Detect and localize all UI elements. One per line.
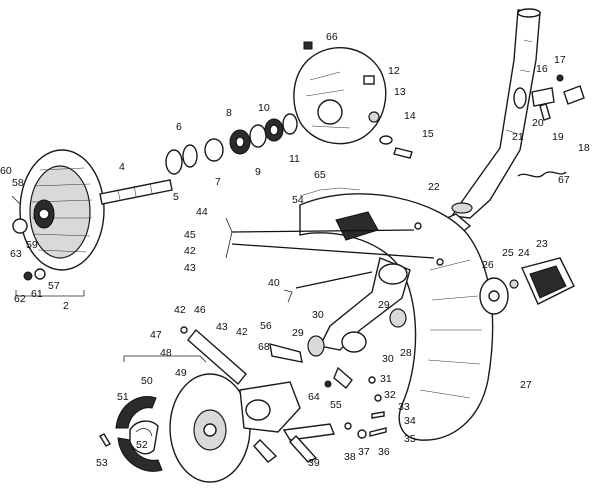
callout-6: 6 [176, 121, 182, 133]
callout-25: 25 [502, 247, 514, 259]
callout-51: 51 [117, 391, 129, 403]
callout-61: 61 [31, 288, 43, 300]
callout-9: 9 [255, 166, 261, 178]
callout-65: 65 [314, 169, 326, 181]
callout-5: 5 [173, 191, 179, 203]
callout-68: 68 [258, 341, 270, 353]
fork-fittings-part [513, 74, 585, 178]
callout-42: 42 [236, 326, 248, 338]
callout-32: 32 [384, 389, 396, 401]
callout-14: 14 [404, 110, 416, 122]
tail-cover-part [479, 257, 575, 315]
callout-42: 42 [184, 245, 196, 257]
callout-29: 29 [292, 327, 304, 339]
callout-58: 58 [12, 177, 24, 189]
cam-lever-part [282, 423, 335, 463]
callout-37: 37 [358, 446, 370, 458]
brake-shoes-part [115, 396, 163, 472]
callout-33: 33 [398, 401, 410, 413]
callout-49: 49 [175, 367, 187, 379]
callout-55: 55 [330, 399, 342, 411]
callout-50: 50 [141, 375, 153, 387]
callout-39: 39 [308, 457, 320, 469]
callout-11: 11 [289, 153, 300, 165]
callout-46: 46 [194, 304, 206, 316]
callout-24: 24 [518, 247, 530, 259]
brake-lever-part [187, 328, 382, 402]
callout-47: 47 [150, 329, 162, 341]
callout-34: 34 [404, 415, 416, 427]
callout-40: 40 [268, 277, 280, 289]
callout-36: 36 [378, 446, 390, 458]
callout-4: 4 [119, 161, 125, 173]
callout-63: 63 [10, 248, 22, 260]
callout-38: 38 [344, 451, 356, 463]
callout-44: 44 [196, 206, 208, 218]
callout-22: 22 [428, 181, 440, 193]
callout-15: 15 [422, 128, 434, 140]
callout-62: 62 [14, 293, 26, 305]
callout-60: 60 [0, 165, 12, 177]
callout-10: 10 [258, 102, 270, 114]
callout-labels: 66 12 13 14 15 10 8 6 11 9 7 5 4 60 58 5… [0, 31, 590, 469]
brake-backplate-part [169, 373, 301, 483]
callout-30: 30 [382, 353, 394, 365]
callout-35: 35 [404, 433, 416, 445]
misc-pins-part [99, 326, 387, 447]
hub-small-parts [11, 195, 46, 281]
callout-48: 48 [160, 347, 172, 359]
callout-56: 56 [260, 320, 272, 332]
callout-57: 57 [48, 280, 60, 292]
callout-67: 67 [558, 174, 570, 186]
group-brackets [15, 290, 207, 363]
callout-27: 27 [520, 379, 532, 391]
callout-16: 16 [536, 63, 548, 75]
callout-26: 26 [482, 259, 494, 271]
callout-45: 45 [184, 229, 196, 241]
small-fittings-top [303, 41, 413, 159]
fender-bracket-part [299, 187, 379, 241]
callout-30: 30 [312, 309, 324, 321]
pointer-arrows [225, 217, 435, 303]
callout-8: 8 [226, 107, 232, 119]
fork-tube-part [431, 8, 541, 252]
callout-54: 54 [292, 194, 304, 206]
callout-29: 29 [378, 299, 390, 311]
callout-20: 20 [532, 117, 544, 129]
callout-52: 52 [136, 439, 148, 451]
swing-arm-part [318, 257, 411, 353]
callout-17: 17 [554, 54, 566, 66]
callout-23: 23 [536, 238, 548, 250]
callout-66: 66 [326, 31, 338, 43]
bearing-stack-part [165, 113, 298, 175]
callout-53: 53 [96, 457, 108, 469]
brake-hub-part [19, 149, 105, 271]
callout-21: 21 [512, 131, 524, 143]
engine-cover-part [293, 46, 387, 145]
callout-12: 12 [388, 65, 400, 77]
callout-42: 42 [174, 304, 186, 316]
callout-43: 43 [184, 262, 196, 274]
callout-2: 2 [63, 300, 69, 312]
axle-shaft-part [99, 179, 173, 205]
callout-18: 18 [578, 142, 590, 154]
callout-64: 64 [308, 391, 320, 403]
callout-13: 13 [394, 86, 406, 98]
callout-19: 19 [552, 131, 564, 143]
callout-28: 28 [400, 347, 412, 359]
callout-59: 59 [26, 239, 38, 251]
callout-43: 43 [216, 321, 228, 333]
callout-7: 7 [215, 176, 221, 188]
callout-31: 31 [380, 373, 392, 385]
